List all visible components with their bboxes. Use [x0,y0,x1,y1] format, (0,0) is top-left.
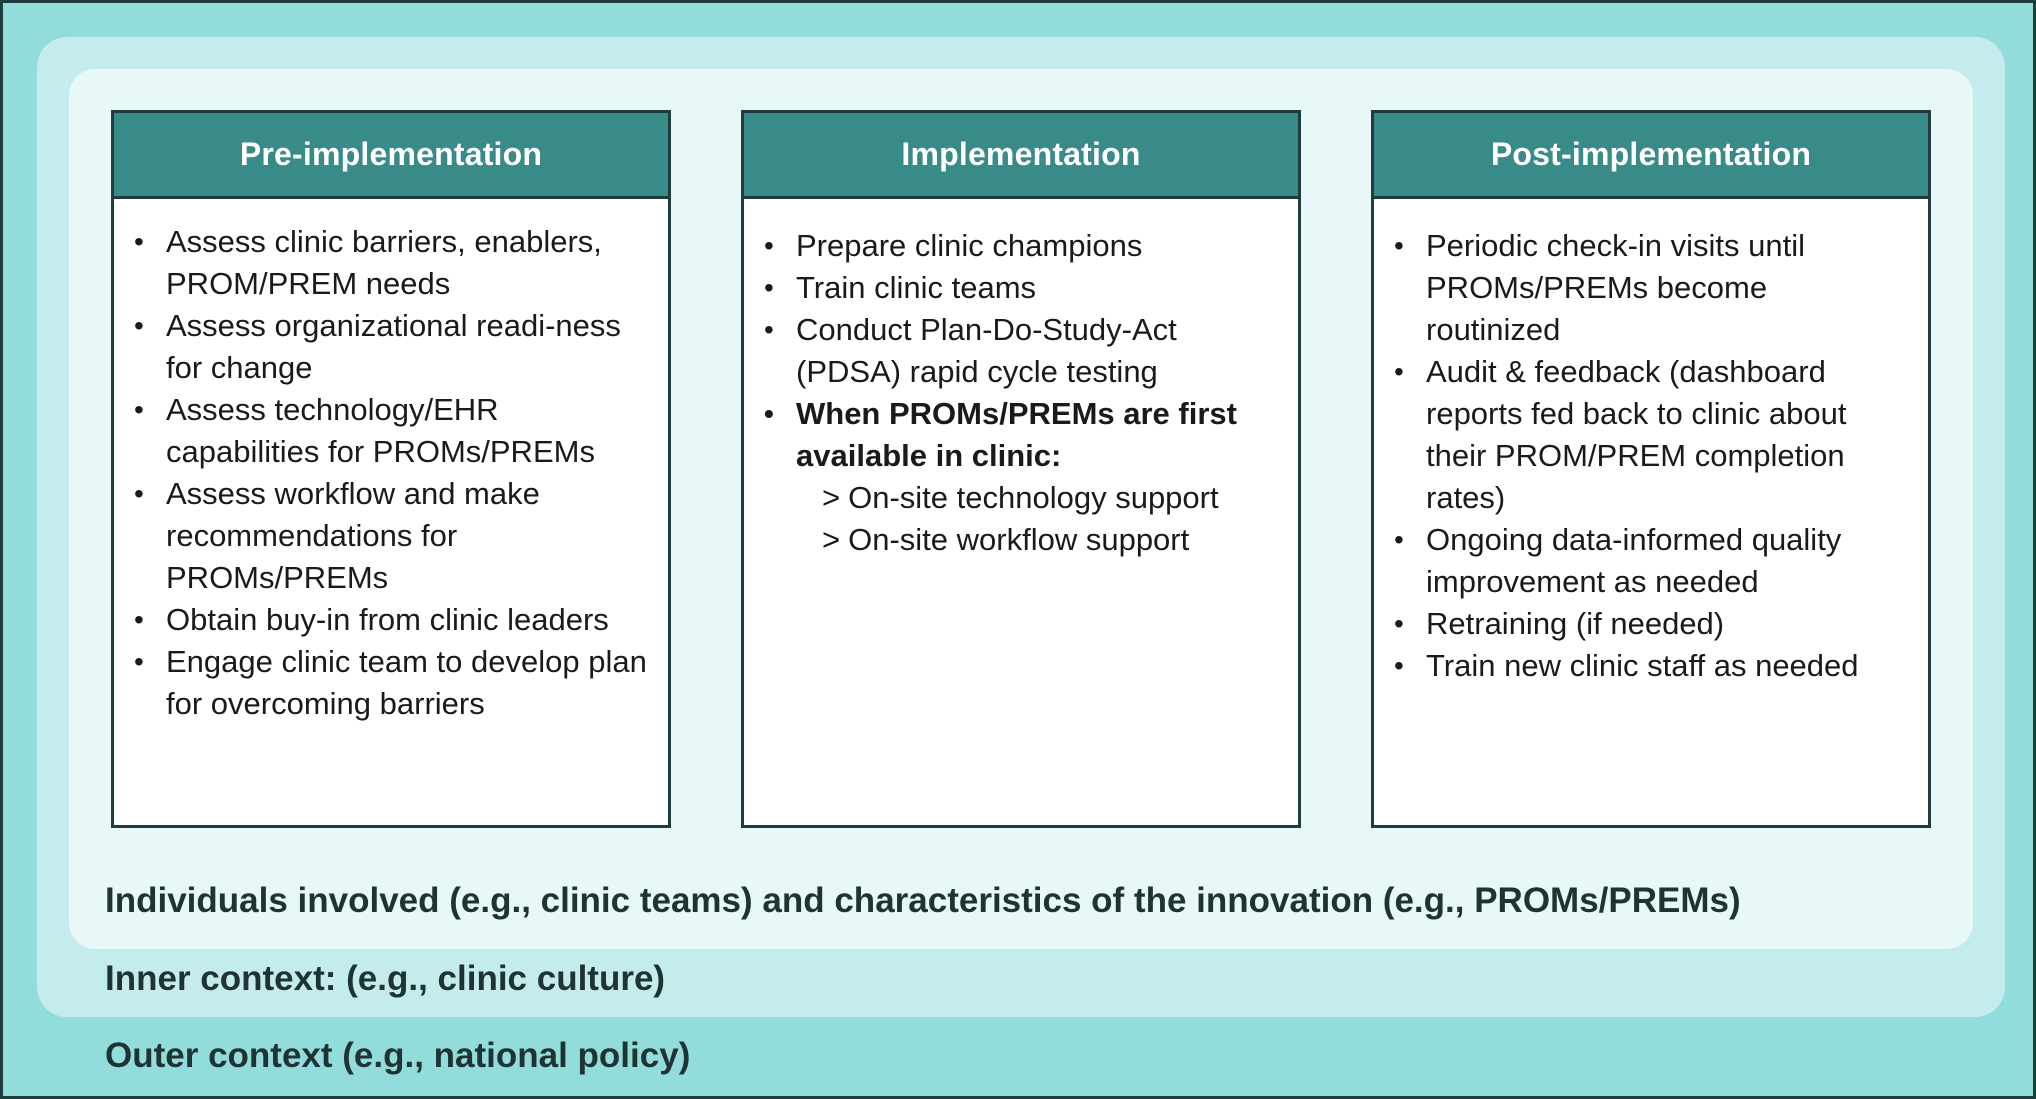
list-item: Periodic check-in visits until PROMs/PRE… [1394,225,1910,351]
list-item: Train clinic teams [764,267,1280,309]
outer-context-label: Outer context (e.g., national policy) [105,1036,691,1075]
list-item: Train new clinic staff as needed [1394,645,1910,687]
sub-list-item: >On-site technology support [822,480,1219,515]
sub-list: >On-site technology support >On-site wor… [822,477,1280,561]
column-implementation: Implementation Prepare clinic champions … [741,110,1301,828]
column-title: Implementation [744,113,1298,199]
bullet-list: Assess clinic barriers, enablers, PROM/P… [134,221,650,725]
bullet-list: Prepare clinic champions Train clinic te… [764,225,1280,561]
list-item: Assess clinic barriers, enablers, PROM/P… [134,221,650,305]
list-item: Audit & feedback (dashboard reports fed … [1394,351,1910,519]
sub-list-item: >On-site workflow support [822,522,1190,557]
list-item: Conduct Plan-Do-Study-Act (PDSA) rapid c… [764,309,1280,393]
list-item: Obtain buy-in from clinic leaders [134,599,650,641]
column-title: Pre-implementation [114,113,668,199]
list-item: Engage clinic team to develop plan for o… [134,641,650,725]
list-item: Assess workflow and make recommendations… [134,473,650,599]
list-item: Assess organizational readi-ness for cha… [134,305,650,389]
list-item: Assess technology/EHR capabilities for P… [134,389,650,473]
list-item-bold: When PROMs/PREMs are first available in … [764,393,1280,561]
list-item: Prepare clinic champions [764,225,1280,267]
individuals-label: Individuals involved (e.g., clinic teams… [105,881,1741,920]
list-item: Retraining (if needed) [1394,603,1910,645]
sub-marker: > [822,522,841,557]
sub-marker: > [822,480,841,515]
inner-context-label: Inner context: (e.g., clinic culture) [105,959,666,998]
list-item: Ongoing data-informed quality improvemen… [1394,519,1910,603]
column-post-implementation: Post-implementation Periodic check-in vi… [1371,110,1931,828]
bullet-list: Periodic check-in visits until PROMs/PRE… [1394,225,1910,687]
column-title: Post-implementation [1374,113,1928,199]
list-item-label: When PROMs/PREMs are first available in … [796,396,1237,473]
column-pre-implementation: Pre-implementation Assess clinic barrier… [111,110,671,828]
